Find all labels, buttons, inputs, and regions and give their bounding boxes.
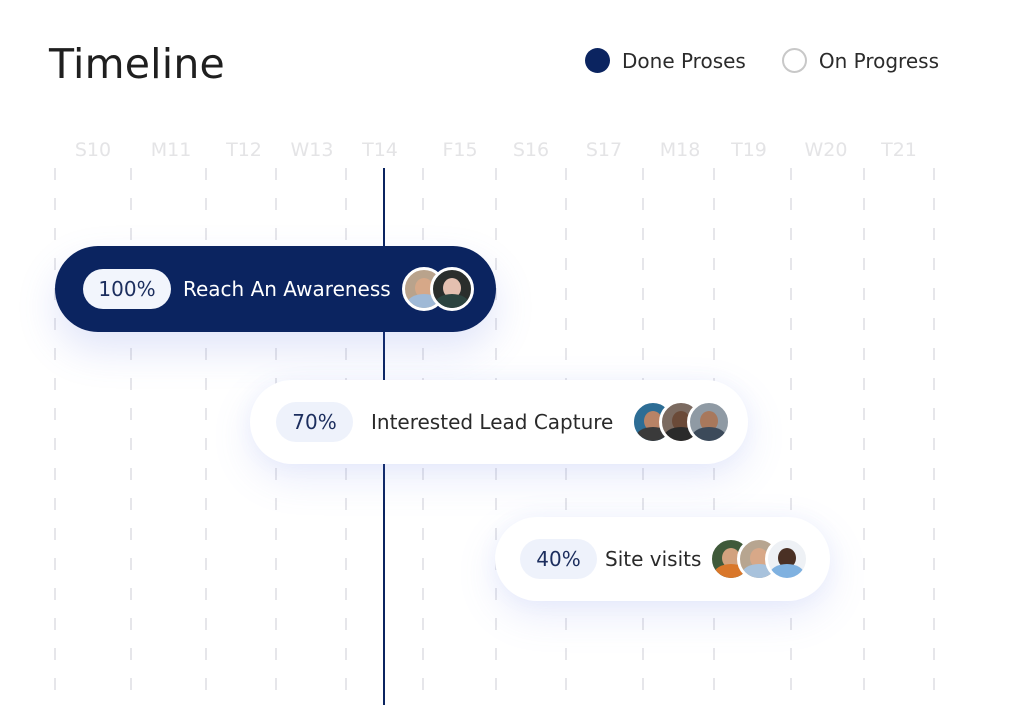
grid-line — [863, 168, 865, 705]
task-bar-site-visits[interactable]: 40% Site visits — [495, 517, 830, 601]
progress-pill: 40% — [520, 539, 597, 579]
grid-line — [790, 168, 792, 705]
page-title: Timeline — [49, 40, 225, 88]
day-label: W20 — [804, 139, 848, 161]
day-label: M18 — [659, 139, 701, 161]
grid-line — [205, 168, 207, 705]
day-label: S16 — [512, 139, 550, 161]
avatar[interactable] — [687, 400, 732, 444]
day-label: M11 — [150, 139, 192, 161]
legend-label: Done Proses — [622, 48, 746, 73]
task-bar-reach-awareness[interactable]: 100% Reach An Awareness — [55, 246, 496, 332]
avatar[interactable] — [429, 267, 474, 311]
hollow-circle-icon — [781, 48, 807, 73]
day-label: T21 — [881, 139, 917, 161]
grid-line — [933, 168, 935, 705]
day-label: T14 — [362, 139, 398, 161]
progress-pill: 100% — [83, 269, 171, 309]
legend: Done Proses On Progress — [585, 48, 975, 73]
avatar[interactable] — [765, 537, 810, 581]
task-label: Site visits — [605, 547, 702, 571]
grid-line — [54, 168, 56, 705]
legend-label: On Progress — [818, 48, 939, 73]
progress-pill: 70% — [276, 402, 353, 442]
task-label: Reach An Awareness — [183, 277, 391, 301]
task-label: Interested Lead Capture — [371, 410, 614, 434]
day-label: F15 — [442, 139, 478, 161]
day-label: S10 — [74, 139, 112, 161]
assignee-avatars — [631, 400, 732, 444]
grid-line — [130, 168, 132, 705]
legend-item-done[interactable]: Done Proses — [585, 48, 746, 73]
legend-item-on-progress[interactable]: On Progress — [781, 48, 939, 73]
day-label: T12 — [226, 139, 262, 161]
task-bar-interested-lead-capture[interactable]: 70% Interested Lead Capture — [250, 380, 748, 464]
day-label: W13 — [290, 139, 334, 161]
assignee-avatars — [709, 537, 810, 581]
day-label: S17 — [585, 139, 623, 161]
filled-circle-icon — [585, 48, 610, 73]
day-label: T19 — [731, 139, 767, 161]
assignee-avatars — [401, 267, 474, 311]
